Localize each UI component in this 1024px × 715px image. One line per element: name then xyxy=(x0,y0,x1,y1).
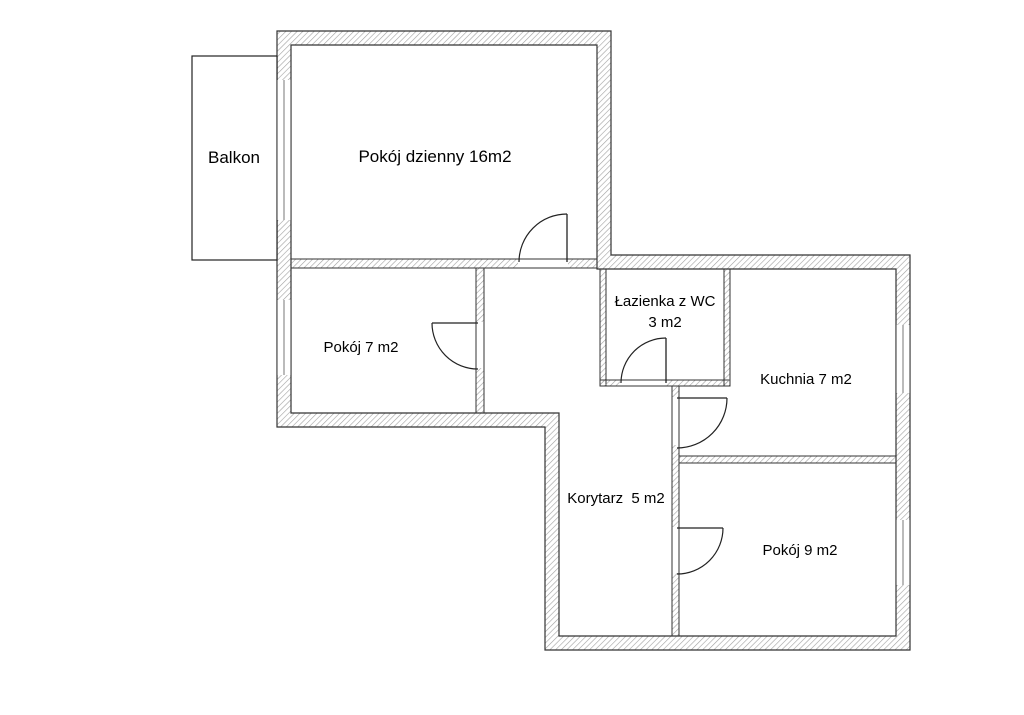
outer-wall xyxy=(276,30,911,651)
label-bathroom-line1: Łazienka z WC xyxy=(615,293,716,310)
wall-kitchen-bottom xyxy=(678,455,897,464)
door-bathroom xyxy=(620,337,667,387)
wall-corridor-right xyxy=(671,385,680,637)
door-living-room xyxy=(518,213,568,269)
door-room9 xyxy=(671,527,724,575)
wall-bathroom-right xyxy=(723,268,731,387)
balcony xyxy=(191,55,278,261)
window-balcony xyxy=(276,80,292,220)
window-kitchen xyxy=(895,325,911,393)
label-room-9: Pokój 9 m2 xyxy=(762,542,837,559)
label-living-room: Pokój dzienny 16m2 xyxy=(358,147,511,166)
label-corridor: Korytarz 5 m2 xyxy=(567,490,665,507)
wall-living-bottom xyxy=(290,258,598,269)
label-bathroom-line2: 3 m2 xyxy=(648,314,681,331)
window-room7 xyxy=(276,300,292,375)
window-room9 xyxy=(895,520,911,585)
label-kitchen: Kuchnia 7 m2 xyxy=(760,371,852,388)
wall-bathroom-left xyxy=(599,268,607,387)
door-room7 xyxy=(431,322,485,370)
door-kitchen xyxy=(671,397,728,449)
label-balcony: Balkon xyxy=(208,148,260,167)
label-room-7: Pokój 7 m2 xyxy=(323,339,398,356)
